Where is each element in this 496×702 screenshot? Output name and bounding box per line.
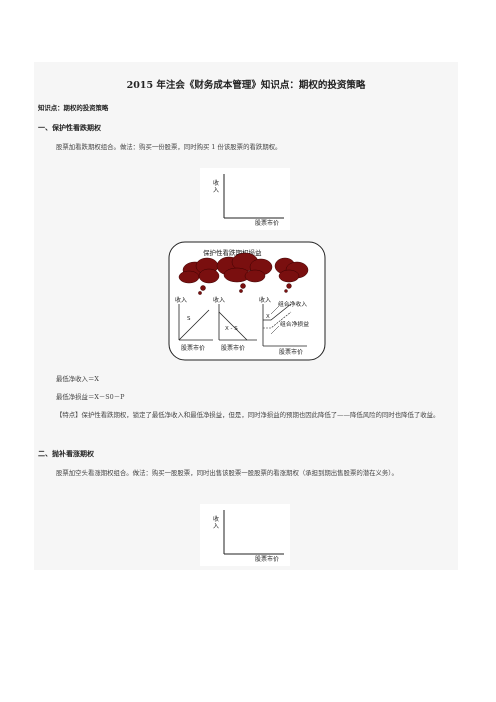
min-net-profit: 最低净损益＝X－S0－P <box>56 393 125 401</box>
section2-heading: 二、抛补看涨期权 <box>38 449 94 458</box>
min-net-income: 最低净收入＝X <box>56 375 99 383</box>
page-title: 2015 年注会《财务成本管理》知识点：期权的投资策略 <box>126 80 366 91</box>
diagram-cloud-title: 保护性看跌期权损益 <box>203 248 262 257</box>
diagram-mid-xs: X - S <box>225 326 238 332</box>
red-clouds <box>178 252 309 295</box>
chart2-ylabel-1: 收 <box>213 515 219 523</box>
knowledge-point-heading: 知识点：期权的投资策略 <box>38 104 109 112</box>
diagram-left-s: S <box>187 316 191 322</box>
chart2-ylabel-2: 入 <box>213 523 219 530</box>
feature-paragraph: 【特点】保护性看跌期权，锁定了最低净收入和最低净损益，但是，同时净损益的预期也因… <box>56 411 440 419</box>
chart1-ylabel-1: 收 <box>213 179 219 187</box>
section2-intro: 股票加空头看涨期权组合。做法：购买一股股票，同时出售该股票一股股票的看涨期权（承… <box>56 469 398 477</box>
diagram-right-xlabel: 股票市价 <box>279 348 303 356</box>
diagram-right-line1: 组合净收入 <box>278 300 307 308</box>
diagram-right-line2: 组合净损益 <box>280 320 309 328</box>
diagram-right-label: 收入 <box>259 296 271 304</box>
empty-income-chart-2: 收 入 股票市价 <box>200 504 290 566</box>
diagram-mid-label: 收入 <box>213 296 225 304</box>
diagram-mid-xlabel: 股票市价 <box>221 344 245 352</box>
diagram-left-xlabel: 股票市价 <box>181 344 205 352</box>
diagram-left-label: 收入 <box>175 296 187 304</box>
empty-income-chart-1: 收 入 股票市价 <box>200 168 290 230</box>
section1-intro: 股票加看跌期权组合。做法：购买一份股票，同时购买 1 份该股票的看跌期权。 <box>56 143 282 151</box>
chart2-xlabel: 股票市价 <box>255 555 279 563</box>
section1-heading: 一、保护性看跌期权 <box>38 123 101 132</box>
chart1-xlabel: 股票市价 <box>255 219 279 227</box>
protective-put-diagram: 保护性看跌期权损益 收入 S 股票市价 收入 X - S 股票市价 收入 X <box>168 241 326 361</box>
diagram-right-x: X <box>266 314 270 320</box>
chart1-ylabel-2: 入 <box>213 187 219 194</box>
